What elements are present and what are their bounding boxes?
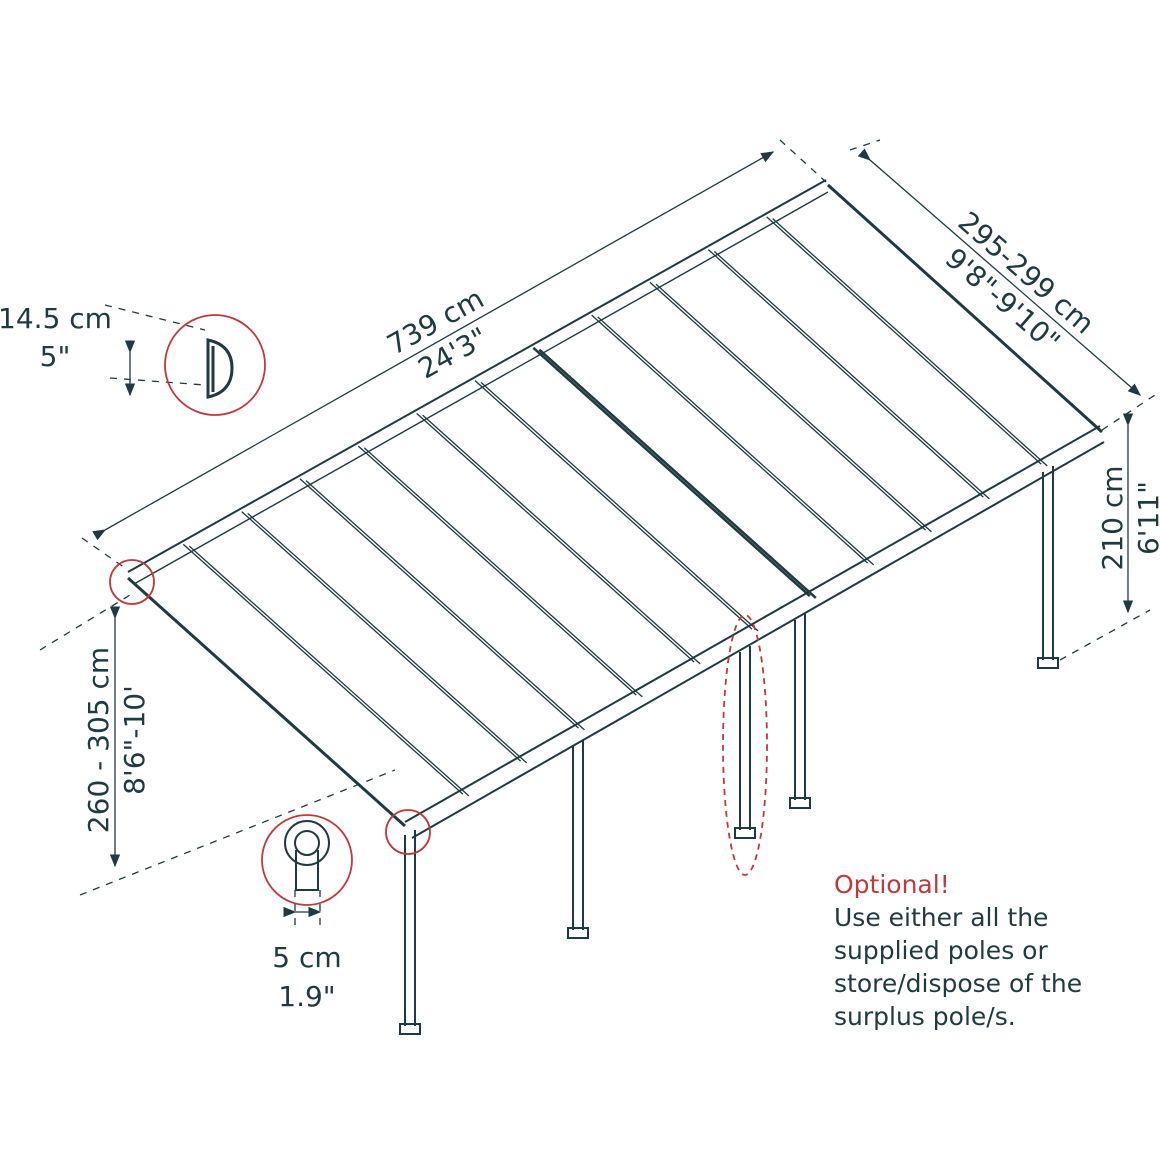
roof-rafter: [182, 543, 464, 795]
roof-rafter: [357, 445, 637, 696]
roof-rafter: [363, 447, 643, 698]
front-height-label: 210 cm 6'11": [1096, 465, 1160, 570]
gutter-detail-circle: [164, 314, 266, 416]
optional-note: Optional! Use either all the supplied po…: [834, 868, 1082, 1033]
corner-highlight: [109, 559, 155, 605]
front-height-metric: 210 cm: [1096, 465, 1129, 570]
detail-highlights: [109, 314, 768, 906]
note-heading: Optional!: [834, 870, 950, 899]
pole-metric: 5 cm: [272, 941, 341, 974]
roof-rafter: [241, 511, 522, 762]
back-height-metric: 260 - 305 cm: [82, 647, 115, 833]
front-height-imperial: 6'11": [1132, 481, 1160, 555]
pole-detail-circle: [261, 814, 353, 906]
gutter-imperial: 5": [40, 340, 71, 373]
roof-rafter: [305, 480, 585, 731]
gutter-metric: 14.5 cm: [0, 302, 112, 335]
dimension-lines: [39, 139, 1156, 930]
roof-rafter: [247, 512, 528, 764]
note-line: store/dispose of the: [834, 969, 1083, 998]
roof-rafter: [299, 478, 579, 729]
note-line: supplied poles or: [834, 936, 1048, 965]
roof-rafter: [188, 545, 470, 797]
gutter-profile-icon: [206, 338, 234, 399]
note-line: surplus pole/s.: [834, 1002, 1016, 1031]
poles: [399, 466, 1059, 1035]
back-height-label: 260 - 305 cm 8'6"-10': [82, 647, 151, 833]
front-corner-highlight: [385, 809, 431, 855]
optional-pole-highlight: [722, 614, 768, 876]
back-height-imperial: 8'6"-10': [118, 685, 151, 795]
note-line: Use either all the: [834, 903, 1049, 932]
pole-imperial: 1.9": [278, 980, 335, 1013]
pole-connector-icon: [284, 820, 330, 891]
